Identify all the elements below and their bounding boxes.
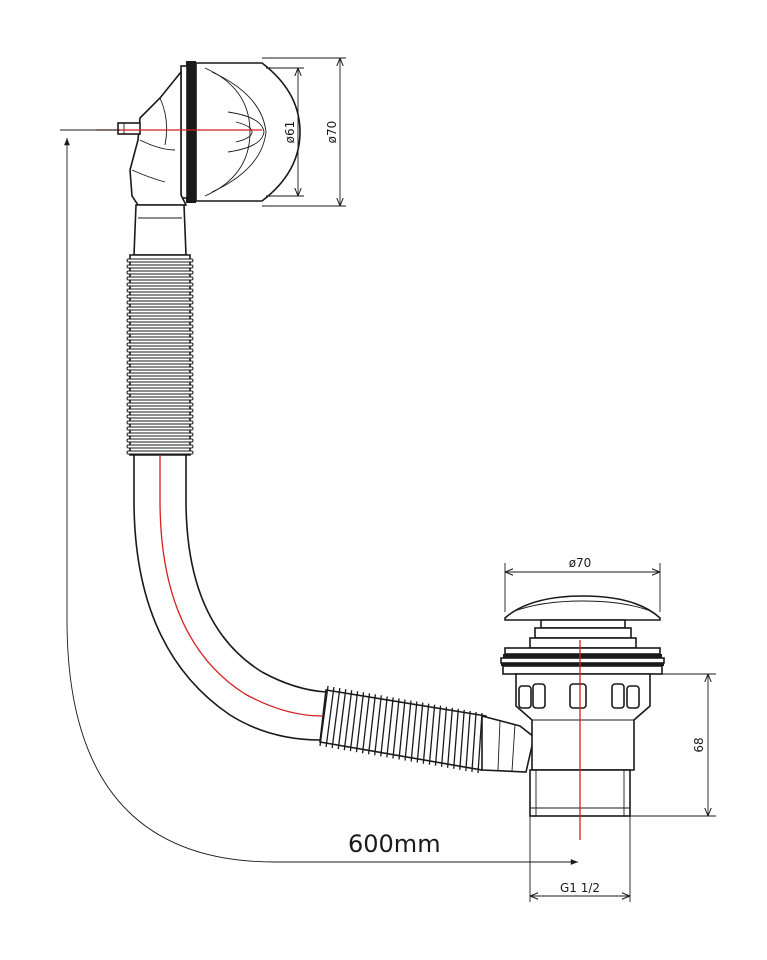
dim-waste-height: 68: [630, 673, 716, 817]
pipe-axis: [159, 455, 323, 717]
label-pipe-length: 600mm: [348, 830, 441, 858]
pipe-outer-wall: [133, 455, 321, 741]
overflow-pin: [117, 122, 141, 135]
pipe-connector: [481, 714, 535, 773]
label-waste-height: 68: [692, 737, 706, 752]
waste-plug-cap: [504, 595, 661, 621]
waste-clips: [518, 683, 640, 709]
waste-assembly: ø70 68 G1 1/2: [500, 556, 716, 902]
label-waste-head: ø70: [569, 556, 592, 570]
label-overflow-inner: ø61: [283, 121, 297, 144]
label-overflow-outer: ø70: [325, 121, 339, 144]
waste-flange: [504, 647, 661, 655]
dim-pipe-length: 600mm: [64, 138, 578, 865]
overflow-body: [129, 69, 188, 206]
overflow-assembly: ø61 ø70: [60, 57, 346, 207]
pipe-inner-wall: [185, 455, 327, 693]
overflow-gasket: [186, 61, 196, 203]
flexible-pipe: [126, 204, 535, 774]
lower-corrugation: [319, 685, 487, 774]
upper-corrugation: [126, 254, 194, 456]
length-arc: [64, 138, 578, 865]
label-thread: G1 1/2: [560, 881, 600, 895]
